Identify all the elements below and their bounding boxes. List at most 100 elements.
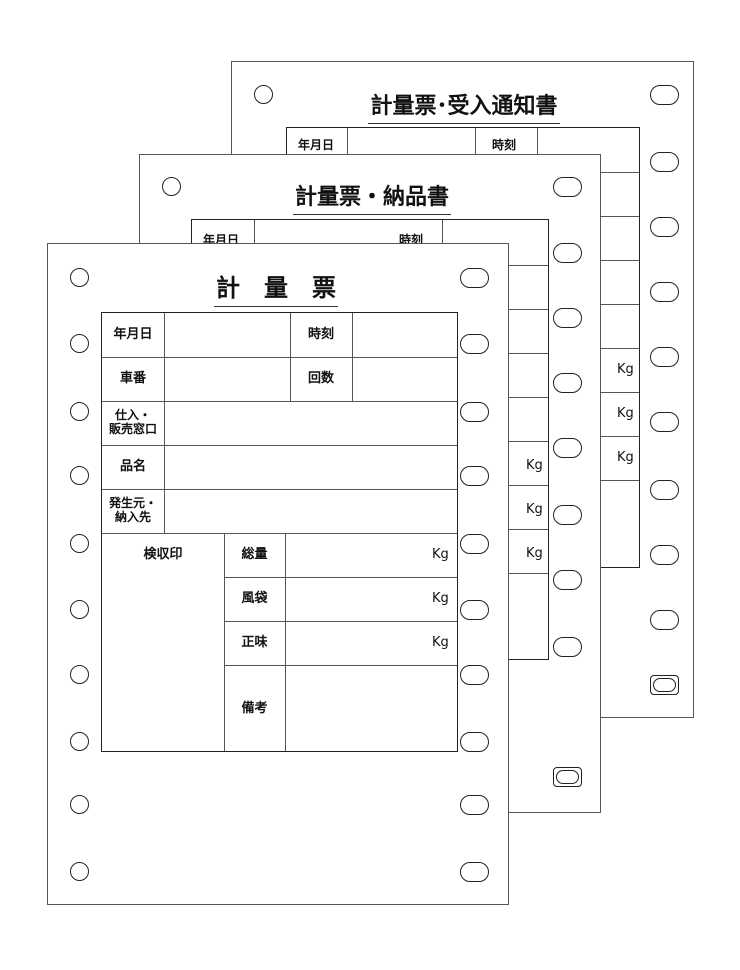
vehicle-number-label: 車番 xyxy=(119,371,146,386)
net-weight-field[interactable] xyxy=(286,622,426,664)
time-field[interactable] xyxy=(353,314,456,356)
row-divider xyxy=(224,577,457,578)
unit-kg-net: Kg xyxy=(432,635,449,650)
row-divider xyxy=(102,533,457,534)
punch-slot xyxy=(553,438,582,458)
punch-slot xyxy=(553,373,582,393)
unit-kg-gross: Kg xyxy=(526,458,543,473)
punch-slot xyxy=(460,862,489,882)
punch-slot xyxy=(650,152,679,172)
column-divider xyxy=(285,533,286,751)
vendor-label-line2: 販売窓口 xyxy=(108,422,157,436)
punch-hole xyxy=(70,268,89,287)
gross-weight-field[interactable] xyxy=(286,534,426,576)
punch-slot xyxy=(650,282,679,302)
punch-slot xyxy=(460,600,489,620)
punch-hole xyxy=(70,534,89,553)
punch-slot-square xyxy=(650,675,679,695)
punch-slot xyxy=(460,466,489,486)
punch-slot xyxy=(553,308,582,328)
row-divider xyxy=(102,357,457,358)
inspection-stamp-box[interactable] xyxy=(103,578,223,750)
punch-slot xyxy=(460,402,489,422)
punch-hole xyxy=(70,795,89,814)
tare-weight-label: 風袋 xyxy=(241,591,268,606)
remarks-label: 備考 xyxy=(241,701,268,716)
punch-slot xyxy=(650,412,679,432)
punch-slot xyxy=(650,480,679,500)
row-divider xyxy=(102,445,457,446)
punch-hole xyxy=(70,334,89,353)
origin-label-line1: 発生元・ xyxy=(108,496,157,510)
unit-kg-net: Kg xyxy=(617,450,634,465)
vendor-counter-label: 仕入・ 販売窓口 xyxy=(102,408,164,436)
item-name-field[interactable] xyxy=(165,446,456,488)
column-divider xyxy=(254,220,255,250)
vehicle-number-field[interactable] xyxy=(165,358,289,400)
unit-kg-net: Kg xyxy=(526,546,543,561)
punch-slot-square xyxy=(553,767,582,787)
unit-kg-gross: Kg xyxy=(617,362,634,377)
inspection-stamp-label: 検収印 xyxy=(143,547,183,562)
origin-destination-label: 発生元・ 納入先 xyxy=(102,496,164,524)
punch-slot xyxy=(460,334,489,354)
date-label: 年月日 xyxy=(297,138,334,152)
punch-hole xyxy=(70,466,89,485)
punch-slot xyxy=(553,177,582,197)
punch-slot xyxy=(460,268,489,288)
punch-hole xyxy=(70,665,89,684)
punch-slot xyxy=(553,637,582,657)
date-field[interactable] xyxy=(165,314,289,356)
row-divider xyxy=(102,489,457,490)
row-divider xyxy=(224,665,457,666)
punch-slot xyxy=(460,665,489,685)
column-divider xyxy=(290,313,291,401)
punch-slot xyxy=(650,610,679,630)
column-divider xyxy=(442,220,443,250)
punch-hole xyxy=(70,862,89,881)
unit-kg-tare: Kg xyxy=(617,406,634,421)
punch-slot xyxy=(460,795,489,815)
gross-weight-label: 総量 xyxy=(241,547,268,562)
time-label: 時刻 xyxy=(307,327,334,342)
column-divider xyxy=(352,313,353,401)
punch-slot xyxy=(553,505,582,525)
punch-slot xyxy=(460,732,489,752)
punch-slot xyxy=(650,347,679,367)
punch-hole xyxy=(70,600,89,619)
origin-label-line2: 納入先 xyxy=(114,510,151,524)
punch-hole xyxy=(162,177,181,196)
column-divider xyxy=(164,313,165,533)
punch-slot xyxy=(650,85,679,105)
punch-slot xyxy=(650,217,679,237)
trip-count-label: 回数 xyxy=(307,371,334,386)
tare-weight-field[interactable] xyxy=(286,578,426,620)
row-divider xyxy=(224,621,457,622)
item-name-label: 品名 xyxy=(119,459,146,474)
punch-hole xyxy=(70,402,89,421)
trip-count-field[interactable] xyxy=(353,358,456,400)
net-weight-label: 正味 xyxy=(241,635,268,650)
column-divider xyxy=(537,128,538,172)
unit-kg-gross: Kg xyxy=(432,547,449,562)
form-sheet-weighing-ticket: 計 量 票 年月日 時刻 車番 xyxy=(47,243,509,905)
remarks-field[interactable] xyxy=(286,666,456,750)
vendor-label-line1: 仕入・ xyxy=(114,408,151,422)
sheet-title: 計量票・納品書 xyxy=(267,179,477,215)
column-divider xyxy=(475,128,476,172)
punch-slot xyxy=(553,570,582,590)
unit-kg-tare: Kg xyxy=(432,591,449,606)
punch-slot xyxy=(553,243,582,263)
punch-hole xyxy=(254,85,273,104)
sheet-title: 計量票･受入通知書 xyxy=(364,88,564,124)
date-label: 年月日 xyxy=(113,327,153,342)
punch-hole xyxy=(70,732,89,751)
vendor-counter-field[interactable] xyxy=(165,402,456,444)
punch-slot xyxy=(460,534,489,554)
time-label: 時刻 xyxy=(491,138,516,152)
origin-destination-field[interactable] xyxy=(165,490,456,532)
column-divider xyxy=(224,533,225,751)
sheet-title: 計 量 票 xyxy=(176,268,376,307)
unit-kg-tare: Kg xyxy=(526,502,543,517)
row-divider xyxy=(102,401,457,402)
